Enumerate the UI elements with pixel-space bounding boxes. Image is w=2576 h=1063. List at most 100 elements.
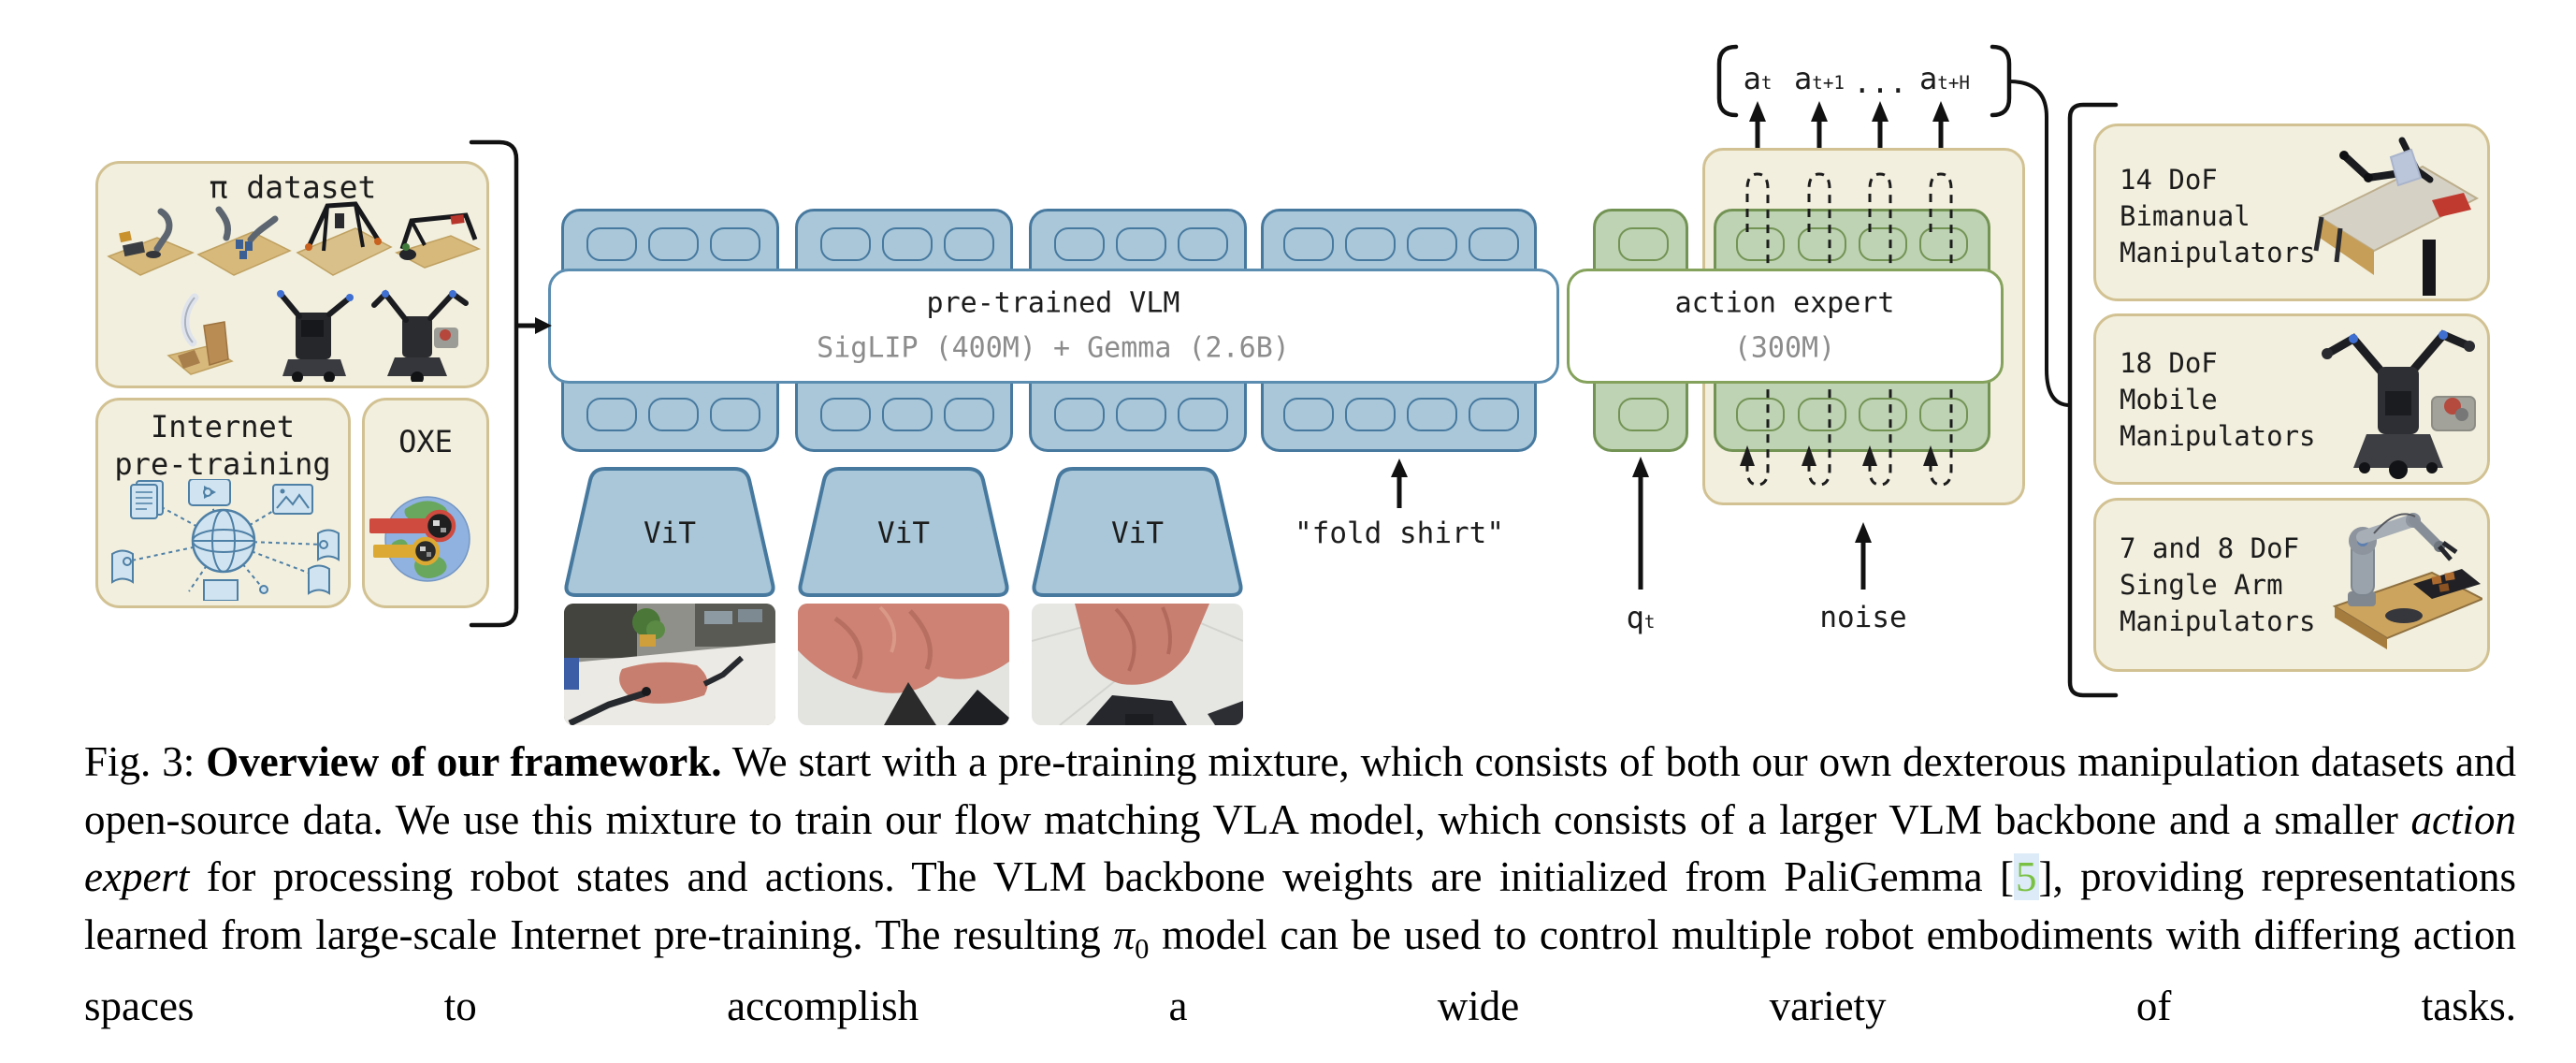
page-icon [308,564,330,595]
action-output-arrows [1755,120,1944,148]
token-pill [586,227,637,261]
bimanual-robot-photo [2313,137,2480,296]
embodiment-bimanual-line3: Manipulators [2120,237,2316,269]
pi-dataset-panel [95,161,489,388]
robot-thumb-table-rig [395,212,481,269]
token-pill [820,398,871,431]
token-pill [1178,227,1228,261]
token-pill [1407,398,1457,431]
token-pill [648,398,699,431]
embodiment-mobile-line1: 18 DoF [2120,347,2218,379]
token-pill [1859,398,1907,431]
token-pill [586,398,637,431]
embodiment-bimanual-line2: Bimanual [2120,200,2250,232]
noise-label: noise [1819,601,1907,634]
page-icon [203,579,239,601]
vlm-subtitle: SigLIP (400M) + Gemma (2.6B) [817,331,1290,365]
embodiment-single-arm-line3: Manipulators [2120,605,2316,637]
page-icon [317,529,340,561]
token-pill [1345,227,1396,261]
caption-bold-title: Overview of our framework. [206,738,722,785]
image-icon [272,484,313,515]
robot-thumb-ur-tray [107,208,195,276]
robot-thumb-white-arm [166,293,234,375]
pi-zero-symbol: π [1113,910,1136,958]
oxe-label: OXE [398,424,453,459]
camera-image-2 [798,604,1009,725]
citation-link-5[interactable]: 5 [2014,853,2039,900]
camera-image-1 [564,604,775,725]
action-output-label-h: at+H [1919,61,1970,96]
token-pill [882,398,933,431]
caption-italic-term: action expert [84,795,2516,901]
token-pill [1798,227,1846,261]
token-pill [1919,398,1968,431]
robot-thumb-mobile-dual-arm [371,289,469,382]
action-output-label-1: at [1743,61,1773,96]
vit-label-3: ViT [1111,517,1164,550]
token-pill [1618,227,1669,261]
internet-pretraining-illustration [111,479,340,601]
document-icon [130,480,164,519]
arrowhead [1632,457,1649,477]
prompt-label: "fold shirt" [1295,517,1504,550]
embodiment-bimanual-line1: 14 DoF [2120,164,2218,196]
internet-pretraining-label-line2: pre-training [114,446,331,482]
vit-label-1: ViT [644,517,696,550]
token-pill [1736,398,1785,431]
token-pill [648,227,699,261]
token-pill [882,227,933,261]
token-pill [944,227,994,261]
action-output-ellipsis: ... [1853,65,1907,100]
token-pill [1618,398,1669,431]
output-bracket-right [1990,44,2012,118]
action-output-label-2: at+1 [1794,61,1845,96]
caption-body-1: We start with a pre-training mixture, wh… [84,738,2516,843]
internet-pretraining-label-line1: Internet [150,409,296,444]
caption-fig-label: Fig. 3: [84,738,207,785]
caption-body-3: ], providing representations learned fro… [84,853,2516,958]
vlm-title: pre-trained VLM [926,286,1180,320]
token-pill [710,398,760,431]
pi-zero-subscript: 0 [1135,932,1150,965]
embodiment-panel-mobile [2093,313,2490,485]
arrowheads [1749,101,1949,122]
arrowhead [1855,522,1872,543]
embodiment-single-arm-line1: 7 and 8 DoF [2120,532,2300,564]
single-arm-robot-photo [2332,513,2482,649]
token-pill [1407,227,1457,261]
pi-dataset-label: π dataset [209,168,377,206]
action-expert-box [1567,269,2004,384]
page-icon [111,549,134,584]
state-input-label: qt [1626,600,1656,635]
camera-image-3 [1032,604,1243,725]
token-pill [1798,398,1846,431]
figure-caption: Fig. 3: Overview of our framework. We st… [84,734,2516,1036]
robot-thumb-mobile-base [277,290,354,382]
token-pill [944,398,994,431]
token-pill [1116,398,1166,431]
token-pill [1469,227,1519,261]
token-pill [1283,398,1334,431]
robot-thumb-gantry [296,201,393,276]
token-pill [1859,227,1907,261]
pi-dataset-robots-illustration [107,201,481,382]
oxe-globe-illustration [369,496,470,582]
token-pill [1736,227,1785,261]
embodiment-single-arm-line2: Single Arm [2120,569,2283,601]
vit-label-2: ViT [877,517,930,550]
token-pill [1345,398,1396,431]
token-pill [1116,227,1166,261]
pretrained-vlm-box [548,269,1559,384]
action-expert-subtitle: (300M) [1733,331,1836,365]
token-pill [820,227,871,261]
robot-thumb-dual-ur [196,206,292,276]
caption-body-4: model can be used to control multiple ro… [84,910,2516,1030]
token-pill [1054,398,1105,431]
output-bracket-left [1716,44,1739,118]
mobile-robot-photo [2322,329,2476,479]
token-pill [1919,227,1968,261]
token-pill [1054,227,1105,261]
embodiment-mobile-line2: Mobile [2120,384,2218,415]
